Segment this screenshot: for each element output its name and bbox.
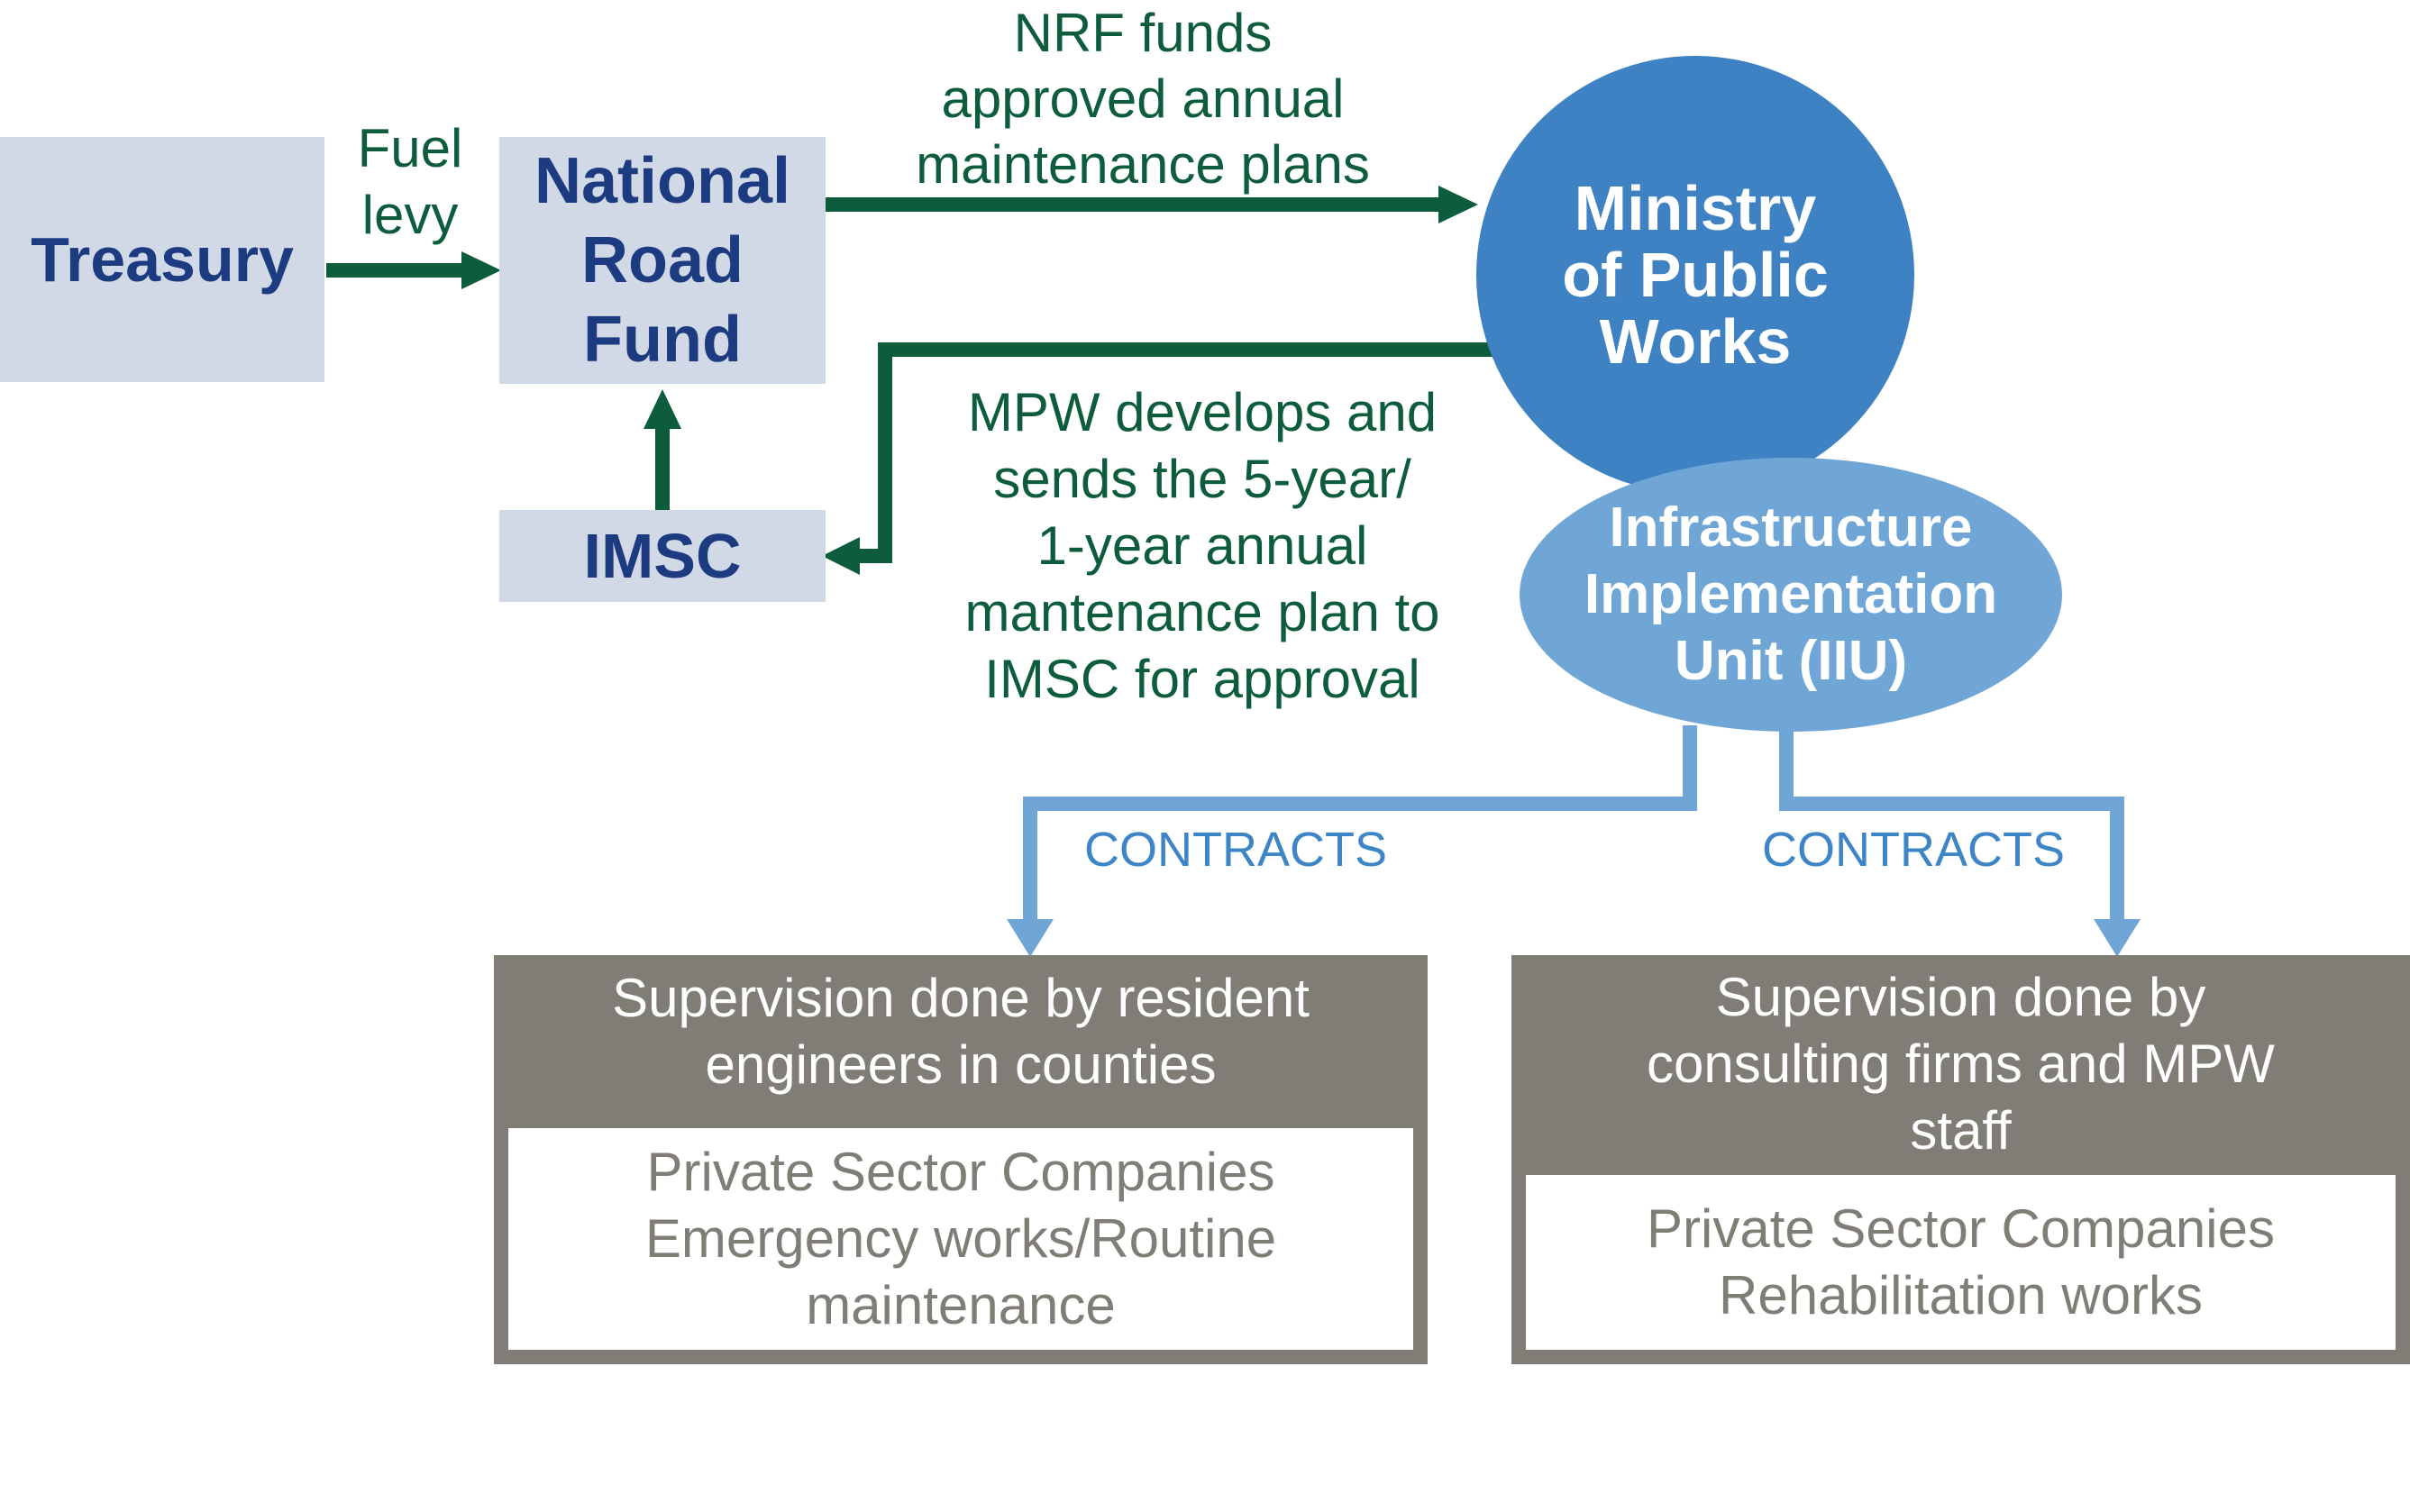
contracts-left-label: CONTRACTS bbox=[1084, 823, 1387, 877]
infrastructure-implementation-unit-ellipse: Infrastructure Implementation Unit (IIU) bbox=[1520, 458, 2062, 732]
treasury-label: Treasury bbox=[31, 224, 294, 295]
arrow-nrf-to-mpw bbox=[826, 186, 1478, 223]
right-supervision-box: Supervision done by consulting firms and… bbox=[1511, 955, 2410, 1364]
right-contractor-box: Private Sector Companies Rehabilitation … bbox=[1526, 1175, 2396, 1350]
left-supervision-box: Supervision done by resident engineers i… bbox=[494, 955, 1428, 1364]
nrf-funds-label: NRF funds approved annual maintenance pl… bbox=[916, 3, 1370, 195]
right-supervision-header: Supervision done by consulting firms and… bbox=[1647, 967, 2275, 1161]
imsc-label: IMSC bbox=[583, 521, 742, 591]
national-road-fund-label: National Road Fund bbox=[534, 145, 791, 376]
imsc-box: IMSC bbox=[499, 510, 826, 602]
fuel-levy-label: Fuel levy bbox=[357, 118, 463, 245]
treasury-box: Treasury bbox=[0, 137, 324, 382]
arrow-iiu-to-right-box bbox=[1779, 725, 2141, 957]
national-road-fund-box: National Road Fund bbox=[499, 137, 826, 384]
left-supervision-header: Supervision done by resident engineers i… bbox=[612, 968, 1310, 1095]
ministry-of-public-works-label: Ministry of Public Works bbox=[1562, 173, 1829, 377]
arrow-treasury-to-nrf bbox=[326, 251, 501, 289]
arrow-imsc-to-nrf bbox=[644, 389, 681, 510]
left-contractor-box: Private Sector Companies Emergency works… bbox=[508, 1128, 1413, 1350]
mpw-develops-label: MPW develops and sends the 5-year/ 1-yea… bbox=[964, 382, 1440, 709]
arrow-mpw-to-imsc bbox=[822, 342, 1496, 575]
arrow-iiu-to-left-box bbox=[1007, 725, 1697, 957]
contracts-right-label: CONTRACTS bbox=[1762, 823, 2065, 877]
ministry-of-public-works-circle: Ministry of Public Works bbox=[1476, 56, 1914, 494]
iiu-label: Infrastructure Implementation Unit (IIU) bbox=[1584, 496, 1998, 692]
